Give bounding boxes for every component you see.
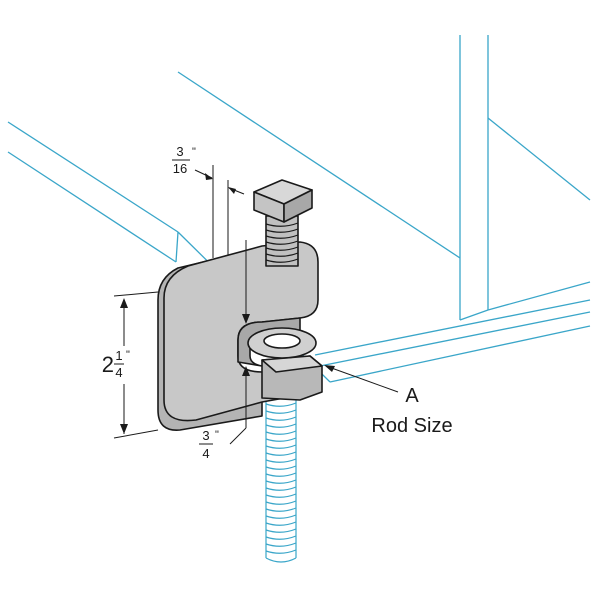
web-rear-edge [487, 117, 591, 201]
dim-height-whole: 2 [102, 352, 114, 377]
screw-thread-mark [265, 252, 299, 257]
rod-thread-mark [265, 437, 297, 442]
dim-jaw-arrow-bottom [242, 366, 250, 376]
dimension-labels: 3 16 " 2 1 4 " 3 4 " A Rod Size [102, 144, 453, 461]
screw-thread-mark [265, 228, 299, 233]
dim-height-ext-bottom [113, 429, 159, 439]
set-screw [253, 179, 313, 267]
callout-letter: A [405, 385, 419, 407]
rod-end [265, 557, 297, 563]
rod-thread-mark [265, 444, 297, 449]
dim-top-arrow-left [205, 173, 213, 180]
rod-size-leader [325, 365, 399, 393]
dim-height-ext-top [113, 291, 159, 297]
rod-size-arrow [324, 365, 335, 372]
web-foot-edge [487, 281, 591, 311]
rod-thread-mark [265, 535, 297, 540]
dim-height-arrow-top [120, 298, 128, 308]
dim-top-arrow-right [228, 187, 236, 194]
clamp-washer-hole [263, 333, 301, 349]
rod-thread-mark [265, 500, 297, 505]
rod-thread-mark [265, 521, 297, 526]
dim-top-denominator: 16 [173, 161, 187, 176]
flange-front-edge [319, 311, 591, 367]
rod-thread-mark [265, 451, 297, 456]
dim-jaw-arrow-top [242, 314, 250, 324]
rod-thread-mark [265, 486, 297, 491]
rod-thread-mark [265, 430, 297, 435]
rod-thread-mark [265, 507, 297, 512]
rod-thread-mark [265, 409, 297, 414]
rod-thread-mark [265, 423, 297, 428]
dim-jaw-leader [229, 427, 247, 445]
flange-top-edge [314, 299, 591, 356]
dim-height-numerator: 1 [115, 348, 122, 363]
rod-thread-mark [265, 528, 297, 533]
screw-thread-mark [265, 240, 299, 245]
rod-thread-mark [265, 402, 297, 407]
dim-top-unit: " [192, 146, 196, 158]
rod-threads [265, 402, 297, 554]
flange-lower-edge [329, 325, 591, 383]
beam-structure [7, 35, 591, 383]
rod-thread-mark [265, 514, 297, 519]
beam-corner [175, 231, 179, 263]
dim-jaw-unit: " [215, 429, 219, 441]
dimension-lines [113, 165, 399, 445]
screw-thread-mark [265, 234, 299, 239]
dim-height-arrow-bottom [120, 424, 128, 434]
threaded-rod [265, 398, 297, 563]
dim-height-unit: " [126, 349, 130, 361]
set-screw-threads [265, 222, 299, 263]
rod-thread-mark [265, 479, 297, 484]
dim-height-denominator: 4 [115, 365, 122, 380]
web-foot-join [459, 309, 489, 321]
rod-thread-mark [265, 493, 297, 498]
dim-jaw-denominator: 4 [202, 446, 209, 461]
screw-thread-mark [265, 246, 299, 251]
beam-back-edge [177, 71, 461, 259]
screw-thread-mark [265, 222, 299, 227]
dim-top-numerator: 3 [176, 144, 183, 159]
rod-thread-mark [265, 549, 297, 554]
callout-rod-size: Rod Size [371, 415, 452, 437]
screw-thread-mark [265, 258, 299, 263]
rod-thread-mark [265, 472, 297, 477]
rod-thread-mark [265, 542, 297, 547]
c-clamp [157, 241, 323, 431]
beam-bottom-edge [7, 151, 177, 263]
set-screw-shank [265, 215, 299, 267]
rod-thread-mark [265, 458, 297, 463]
rod-thread-mark [265, 416, 297, 421]
screw-head-right [283, 189, 313, 223]
rod-thread-mark [265, 465, 297, 470]
beam-top-edge [7, 121, 179, 233]
dim-jaw-numerator: 3 [202, 428, 209, 443]
